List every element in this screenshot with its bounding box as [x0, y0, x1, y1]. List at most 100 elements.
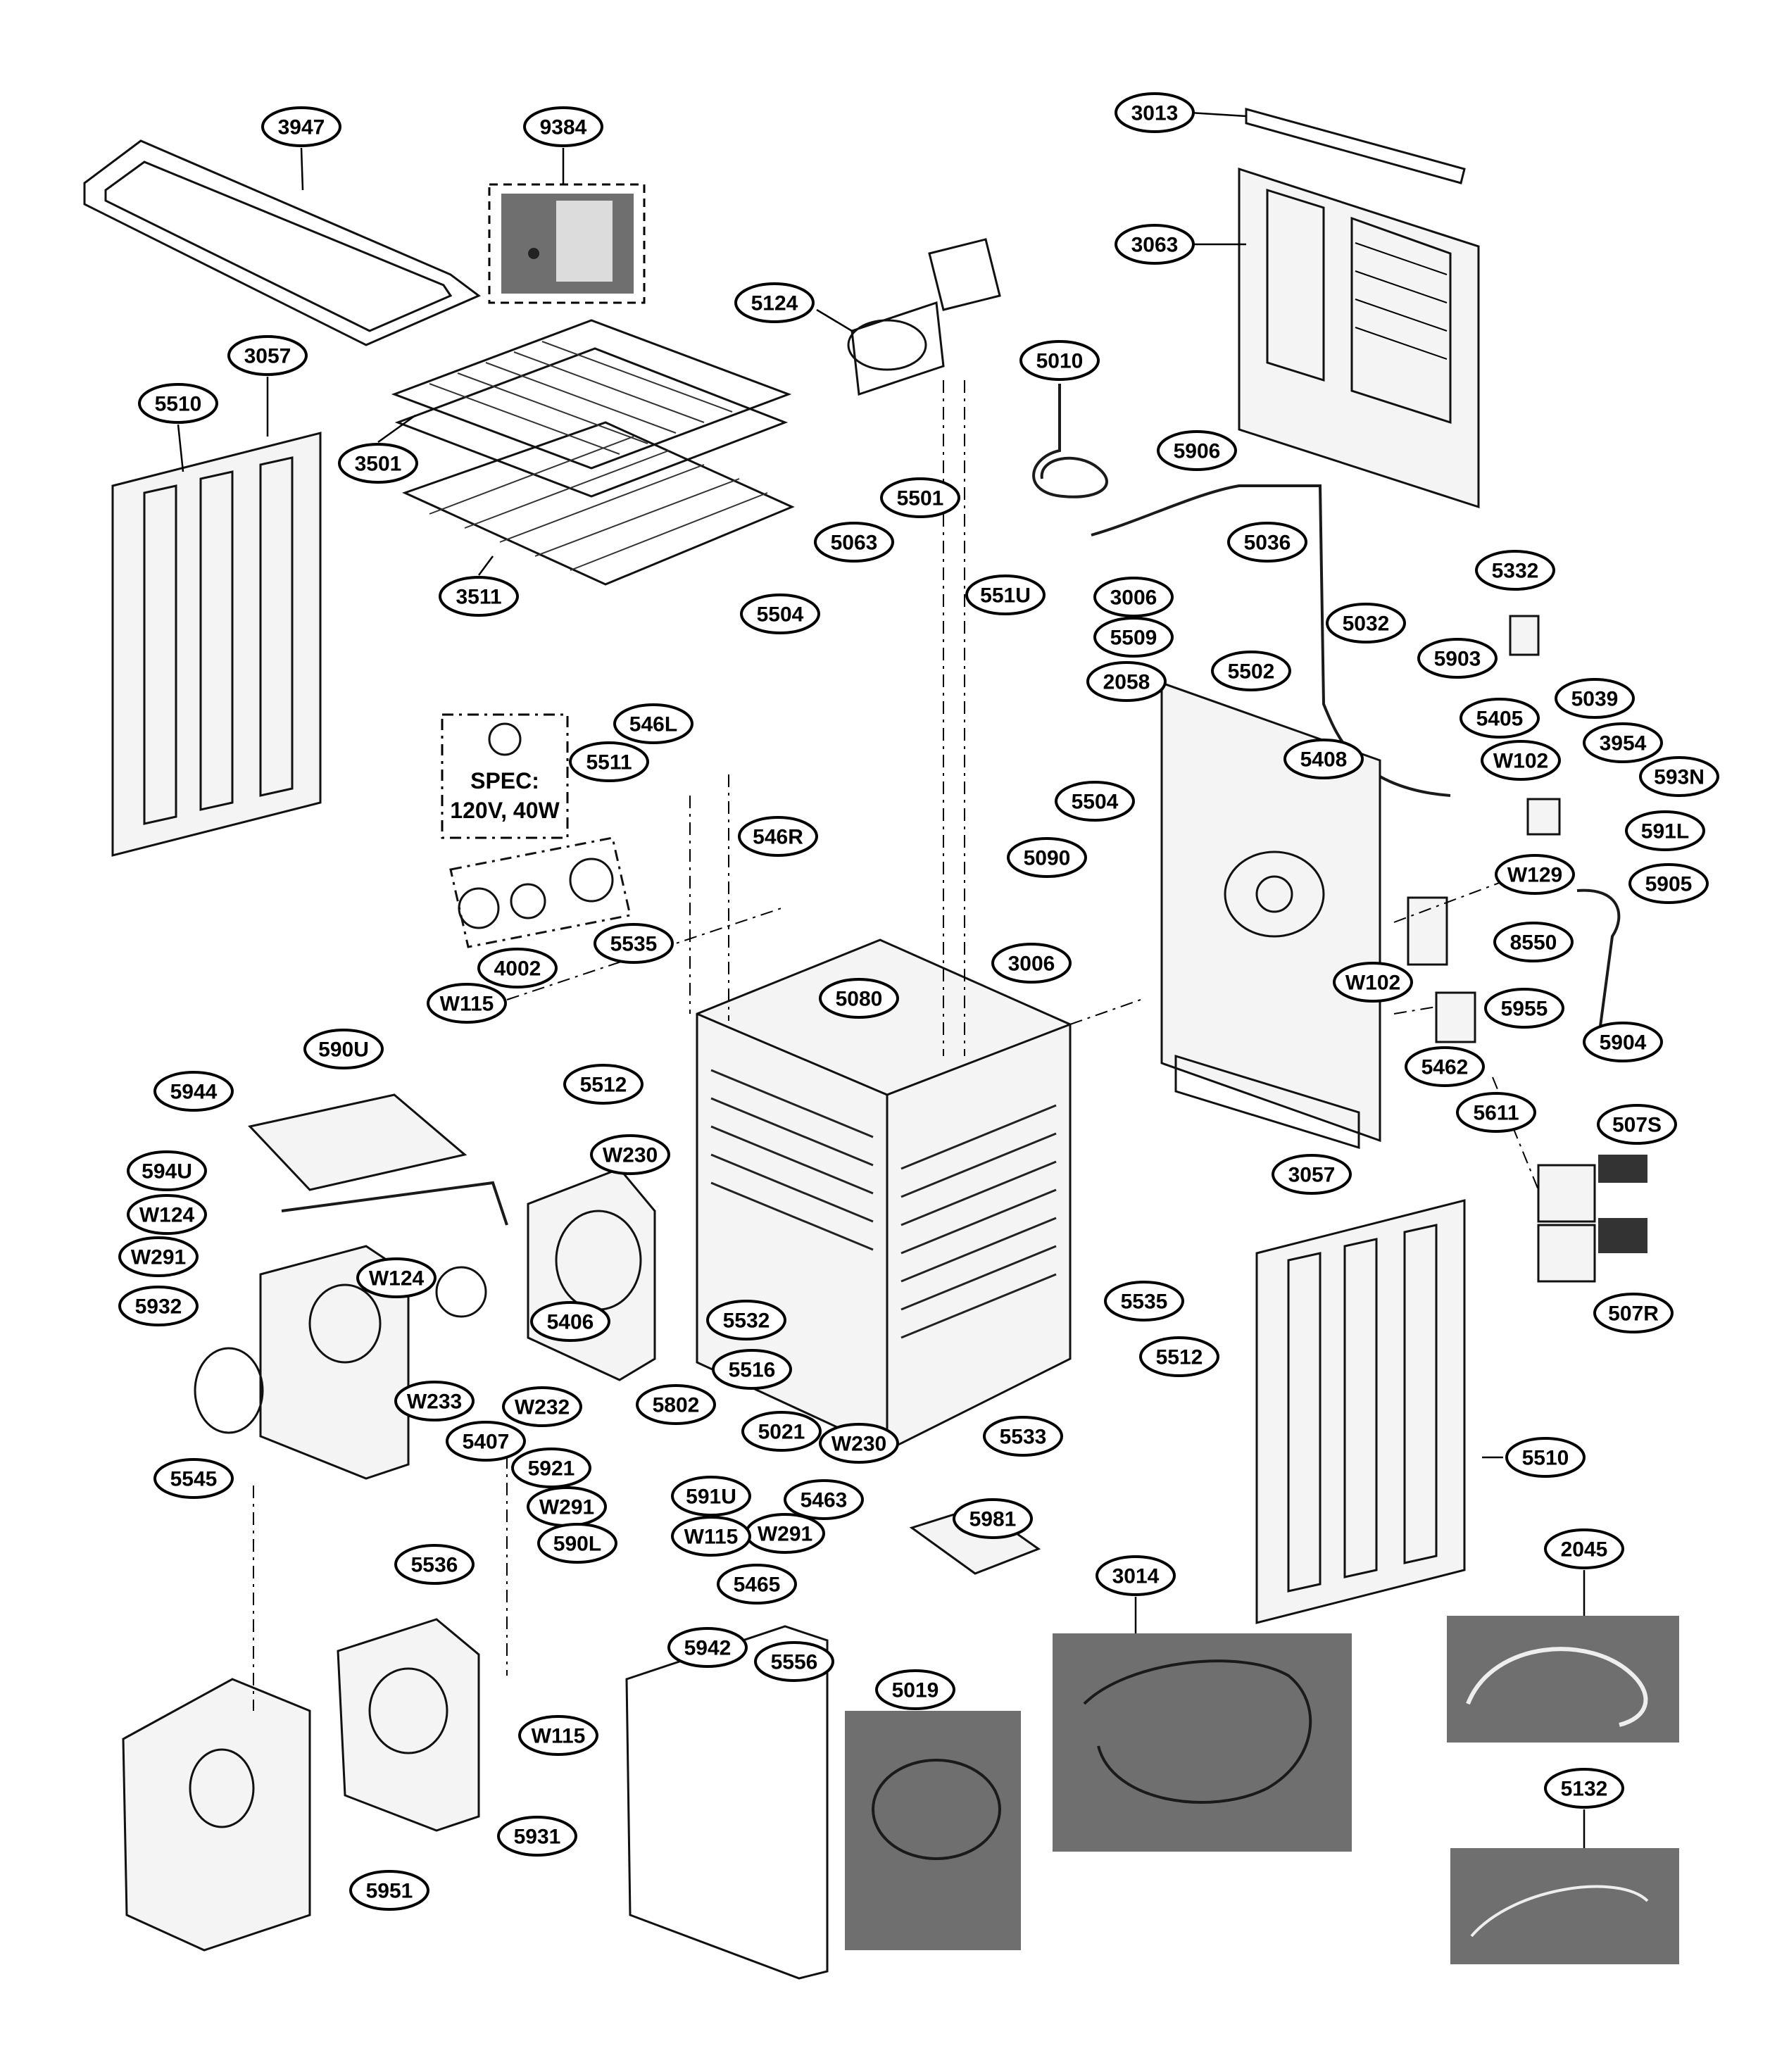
part-label-w102[interactable]: W102	[1481, 740, 1561, 781]
part-label-5802[interactable]: 5802	[636, 1384, 716, 1425]
part-label-5036[interactable]: 5036	[1227, 522, 1307, 563]
heater-plate	[248, 1093, 508, 1226]
part-label-5611[interactable]: 5611	[1456, 1092, 1536, 1133]
part-label-5462[interactable]: 5462	[1405, 1046, 1485, 1087]
part-label-3063[interactable]: 3063	[1115, 224, 1195, 265]
part-label-507s[interactable]: 507S	[1597, 1104, 1677, 1145]
part-label-w291[interactable]: W291	[118, 1236, 199, 1277]
part-label-w124[interactable]: W124	[127, 1194, 207, 1235]
part-label-5955[interactable]: 5955	[1484, 988, 1564, 1029]
part-label-546r[interactable]: 546R	[738, 816, 818, 857]
part-label-5951[interactable]: 5951	[349, 1870, 429, 1911]
part-label-8550[interactable]: 8550	[1493, 922, 1574, 962]
part-label-594u[interactable]: 594U	[127, 1150, 207, 1191]
part-label-5535[interactable]: 5535	[1104, 1281, 1184, 1321]
part-label-5063[interactable]: 5063	[814, 522, 894, 563]
part-label-5535[interactable]: 5535	[594, 923, 674, 964]
part-label-w115[interactable]: W115	[671, 1516, 751, 1557]
part-label-5511[interactable]: 5511	[569, 741, 649, 782]
part-label-5408[interactable]: 5408	[1283, 739, 1364, 779]
part-label-5405[interactable]: 5405	[1460, 698, 1540, 739]
part-label-5533[interactable]: 5533	[983, 1416, 1063, 1457]
part-label-5124[interactable]: 5124	[734, 282, 815, 323]
part-label-5080[interactable]: 5080	[819, 978, 899, 1019]
part-label-5512[interactable]: 5512	[1139, 1336, 1219, 1377]
part-label-5932[interactable]: 5932	[118, 1286, 199, 1326]
part-label-5501[interactable]: 5501	[880, 477, 960, 518]
part-label-w230[interactable]: W230	[819, 1423, 899, 1464]
part-label-5332[interactable]: 5332	[1475, 550, 1555, 591]
part-label-591u[interactable]: 591U	[671, 1476, 751, 1517]
part-label-5510[interactable]: 5510	[1505, 1437, 1586, 1478]
part-label-5406[interactable]: 5406	[530, 1301, 610, 1342]
part-label-5509[interactable]: 5509	[1093, 617, 1174, 658]
part-label-5039[interactable]: 5039	[1555, 678, 1635, 719]
part-label-546l[interactable]: 546L	[613, 703, 693, 744]
part-label-5512[interactable]: 5512	[563, 1064, 644, 1105]
part-label-507r[interactable]: 507R	[1593, 1293, 1674, 1333]
part-label-3057[interactable]: 3057	[227, 335, 308, 376]
part-label-3511[interactable]: 3511	[439, 576, 519, 617]
part-label-5510[interactable]: 5510	[138, 383, 218, 424]
part-label-5942[interactable]: 5942	[667, 1627, 748, 1668]
part-label-5532[interactable]: 5532	[706, 1300, 786, 1340]
part-label-5944[interactable]: 5944	[153, 1071, 234, 1112]
part-label-5019[interactable]: 5019	[875, 1669, 955, 1710]
part-label-w230[interactable]: W230	[590, 1134, 670, 1175]
part-label-3947[interactable]: 3947	[261, 106, 341, 147]
part-label-5545[interactable]: 5545	[153, 1458, 234, 1499]
part-label-9384[interactable]: 9384	[523, 106, 603, 147]
part-label-5516[interactable]: 5516	[712, 1349, 792, 1390]
part-label-5463[interactable]: 5463	[784, 1479, 864, 1520]
part-label-5032[interactable]: 5032	[1326, 603, 1406, 643]
part-label-5903[interactable]: 5903	[1417, 638, 1498, 679]
part-label-w232[interactable]: W232	[502, 1386, 582, 1427]
part-label-5556[interactable]: 5556	[754, 1641, 834, 1682]
part-label-591l[interactable]: 591L	[1625, 810, 1705, 851]
part-label-oval	[1544, 1528, 1624, 1569]
part-label-5021[interactable]: 5021	[741, 1411, 822, 1452]
part-label-5132[interactable]: 5132	[1544, 1768, 1624, 1809]
part-label-w233[interactable]: W233	[394, 1381, 475, 1421]
part-label-5504[interactable]: 5504	[740, 594, 820, 634]
part-label-w291[interactable]: W291	[527, 1486, 607, 1527]
part-label-text: 5955	[1501, 998, 1548, 1021]
part-label-w102[interactable]: W102	[1333, 962, 1413, 1003]
part-label-5090[interactable]: 5090	[1007, 837, 1087, 878]
part-label-text: 5063	[831, 532, 878, 555]
part-label-5504[interactable]: 5504	[1055, 781, 1135, 822]
part-label-5931[interactable]: 5931	[497, 1816, 577, 1857]
part-label-w129[interactable]: W129	[1495, 854, 1575, 895]
part-label-551u[interactable]: 551U	[965, 574, 1046, 615]
part-label-5904[interactable]: 5904	[1583, 1022, 1663, 1062]
part-label-2045[interactable]: 2045	[1544, 1528, 1624, 1569]
part-label-5906[interactable]: 5906	[1157, 430, 1237, 471]
part-label-5407[interactable]: 5407	[446, 1421, 526, 1462]
part-label-5905[interactable]: 5905	[1628, 863, 1709, 904]
part-label-3014[interactable]: 3014	[1096, 1555, 1176, 1596]
part-label-5502[interactable]: 5502	[1211, 651, 1291, 691]
part-label-3006[interactable]: 3006	[1093, 577, 1174, 617]
part-label-w115[interactable]: W115	[518, 1715, 598, 1756]
part-label-5010[interactable]: 5010	[1019, 340, 1100, 381]
part-label-593n[interactable]: 593N	[1639, 756, 1719, 797]
part-label-5921[interactable]: 5921	[511, 1448, 591, 1488]
part-label-4002[interactable]: 4002	[477, 948, 558, 988]
part-label-5981[interactable]: 5981	[953, 1498, 1033, 1539]
part-label-590u[interactable]: 590U	[303, 1029, 384, 1069]
part-label-w291[interactable]: W291	[745, 1513, 825, 1554]
part-label-3954[interactable]: 3954	[1583, 722, 1663, 763]
part-label-3501[interactable]: 3501	[338, 443, 418, 484]
part-label-w124[interactable]: W124	[356, 1257, 437, 1298]
part-label-text: 5944	[170, 1081, 218, 1104]
part-label-3013[interactable]: 3013	[1115, 92, 1195, 133]
part-label-5465[interactable]: 5465	[717, 1564, 797, 1605]
part-label-w115[interactable]: W115	[427, 983, 507, 1024]
part-label-oval	[127, 1194, 207, 1235]
part-label-3057[interactable]: 3057	[1272, 1154, 1352, 1195]
part-label-590l[interactable]: 590L	[537, 1523, 617, 1564]
part-label-5536[interactable]: 5536	[394, 1544, 475, 1585]
part-label-3006[interactable]: 3006	[991, 943, 1072, 984]
part-label-2058[interactable]: 2058	[1086, 661, 1167, 702]
part-label-oval	[814, 522, 894, 563]
